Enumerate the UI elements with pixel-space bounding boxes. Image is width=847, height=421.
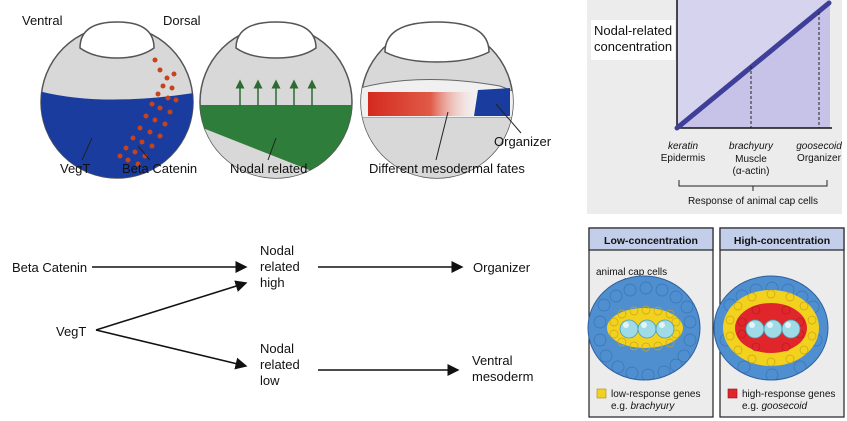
flow-beta-catenin: Beta Catenin: [12, 260, 87, 275]
flow-ventral: Ventral: [472, 353, 513, 368]
gene-goosecoid: goosecoid: [796, 141, 842, 152]
arrow-vegt-to-nodal-high: [95, 280, 248, 331]
vegt-embryo-label: VegT: [60, 161, 90, 176]
low-panel-title: Low-concentration: [604, 235, 698, 247]
flow-nodal-low-3: low: [260, 373, 280, 388]
low-legend-swatch: [596, 388, 607, 399]
high-cap-cells: [719, 281, 823, 380]
nodal-related-embryo-label: Nodal related: [230, 161, 307, 176]
organizer-embryo-label: Organizer: [494, 134, 552, 149]
different-fates-label: Different mesodermal fates: [369, 161, 525, 176]
flow-nodal-high-1: Nodal: [260, 243, 294, 258]
tissue-muscle: Muscle: [735, 154, 767, 165]
beta-catenin-embryo-label: Beta Catenin: [122, 161, 197, 176]
flow-nodal-high-3: high: [260, 275, 285, 290]
graph-ylabel-2: concentration: [594, 39, 672, 54]
graph-ylabel-1: Nodal-related: [594, 23, 672, 38]
graph-xlabel: Response of animal cap cells: [688, 196, 818, 207]
concentration-graph: Nodal-related concentration keratin Epid…: [587, 0, 842, 214]
flow-vegt: VegT: [56, 324, 86, 339]
beta-catenin-dots: [117, 57, 179, 167]
nodal-signal-arrows: [235, 79, 317, 106]
low-legend-line1: low-response genes: [611, 389, 701, 400]
flow-nodal-low-1: Nodal: [260, 341, 294, 356]
gene-keratin: keratin: [668, 141, 698, 152]
flow-nodal-high-2: related: [260, 259, 300, 274]
embryo-vegt-betacatenin: [40, 21, 194, 179]
flow-diagram: Beta Catenin VegT Nodal related high Nod…: [12, 243, 533, 388]
high-legend-line2: e.g. goosecoid: [742, 401, 807, 412]
dorsal-label: Dorsal: [163, 13, 201, 28]
animal-cap-label: animal cap cells: [596, 267, 667, 278]
high-panel-title: High-concentration: [734, 235, 830, 247]
arrow-vegt-to-nodal-low: [95, 329, 248, 370]
high-concentration-panel: High-concentration: [713, 227, 845, 418]
flow-nodal-low-2: related: [260, 357, 300, 372]
high-legend-line1: high-response genes: [742, 389, 835, 400]
low-cap-cells: [593, 281, 697, 380]
tissue-epidermis: Epidermis: [661, 153, 705, 164]
high-legend-swatch: [727, 388, 738, 399]
flow-organizer: Organizer: [473, 260, 531, 275]
tissue-alpha-actin: (α-actin): [733, 166, 770, 177]
flow-mesoderm: mesoderm: [472, 369, 533, 384]
low-concentration-panel: Low-concentration animal cap cells: [587, 227, 714, 418]
tissue-organizer: Organizer: [797, 153, 842, 164]
ventral-label: Ventral: [22, 13, 63, 28]
gene-brachyury: brachyury: [729, 141, 774, 152]
low-legend-line2: e.g. brachyury: [611, 401, 675, 412]
